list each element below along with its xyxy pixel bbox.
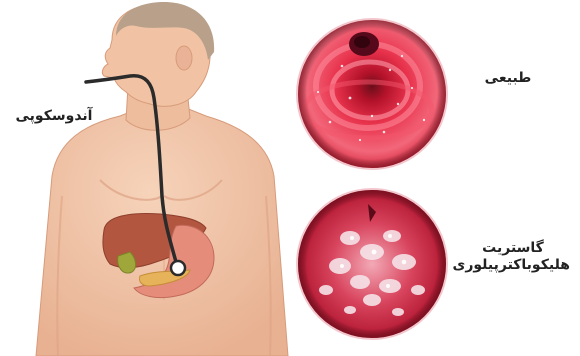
label-normal: طبیعی	[478, 70, 538, 87]
normal-view	[296, 18, 448, 170]
gastritis-view	[296, 188, 448, 340]
label-gastritis: گاستریت هلیکوباکترپیلوری	[456, 240, 570, 274]
endoscope-tip	[171, 261, 185, 275]
label-gastritis-line1: گاستریت	[456, 240, 570, 257]
ear	[176, 46, 192, 70]
label-gastritis-line2: هلیکوباکترپیلوری	[456, 257, 570, 274]
label-endoscopy: آندوسکوپی	[8, 108, 100, 125]
